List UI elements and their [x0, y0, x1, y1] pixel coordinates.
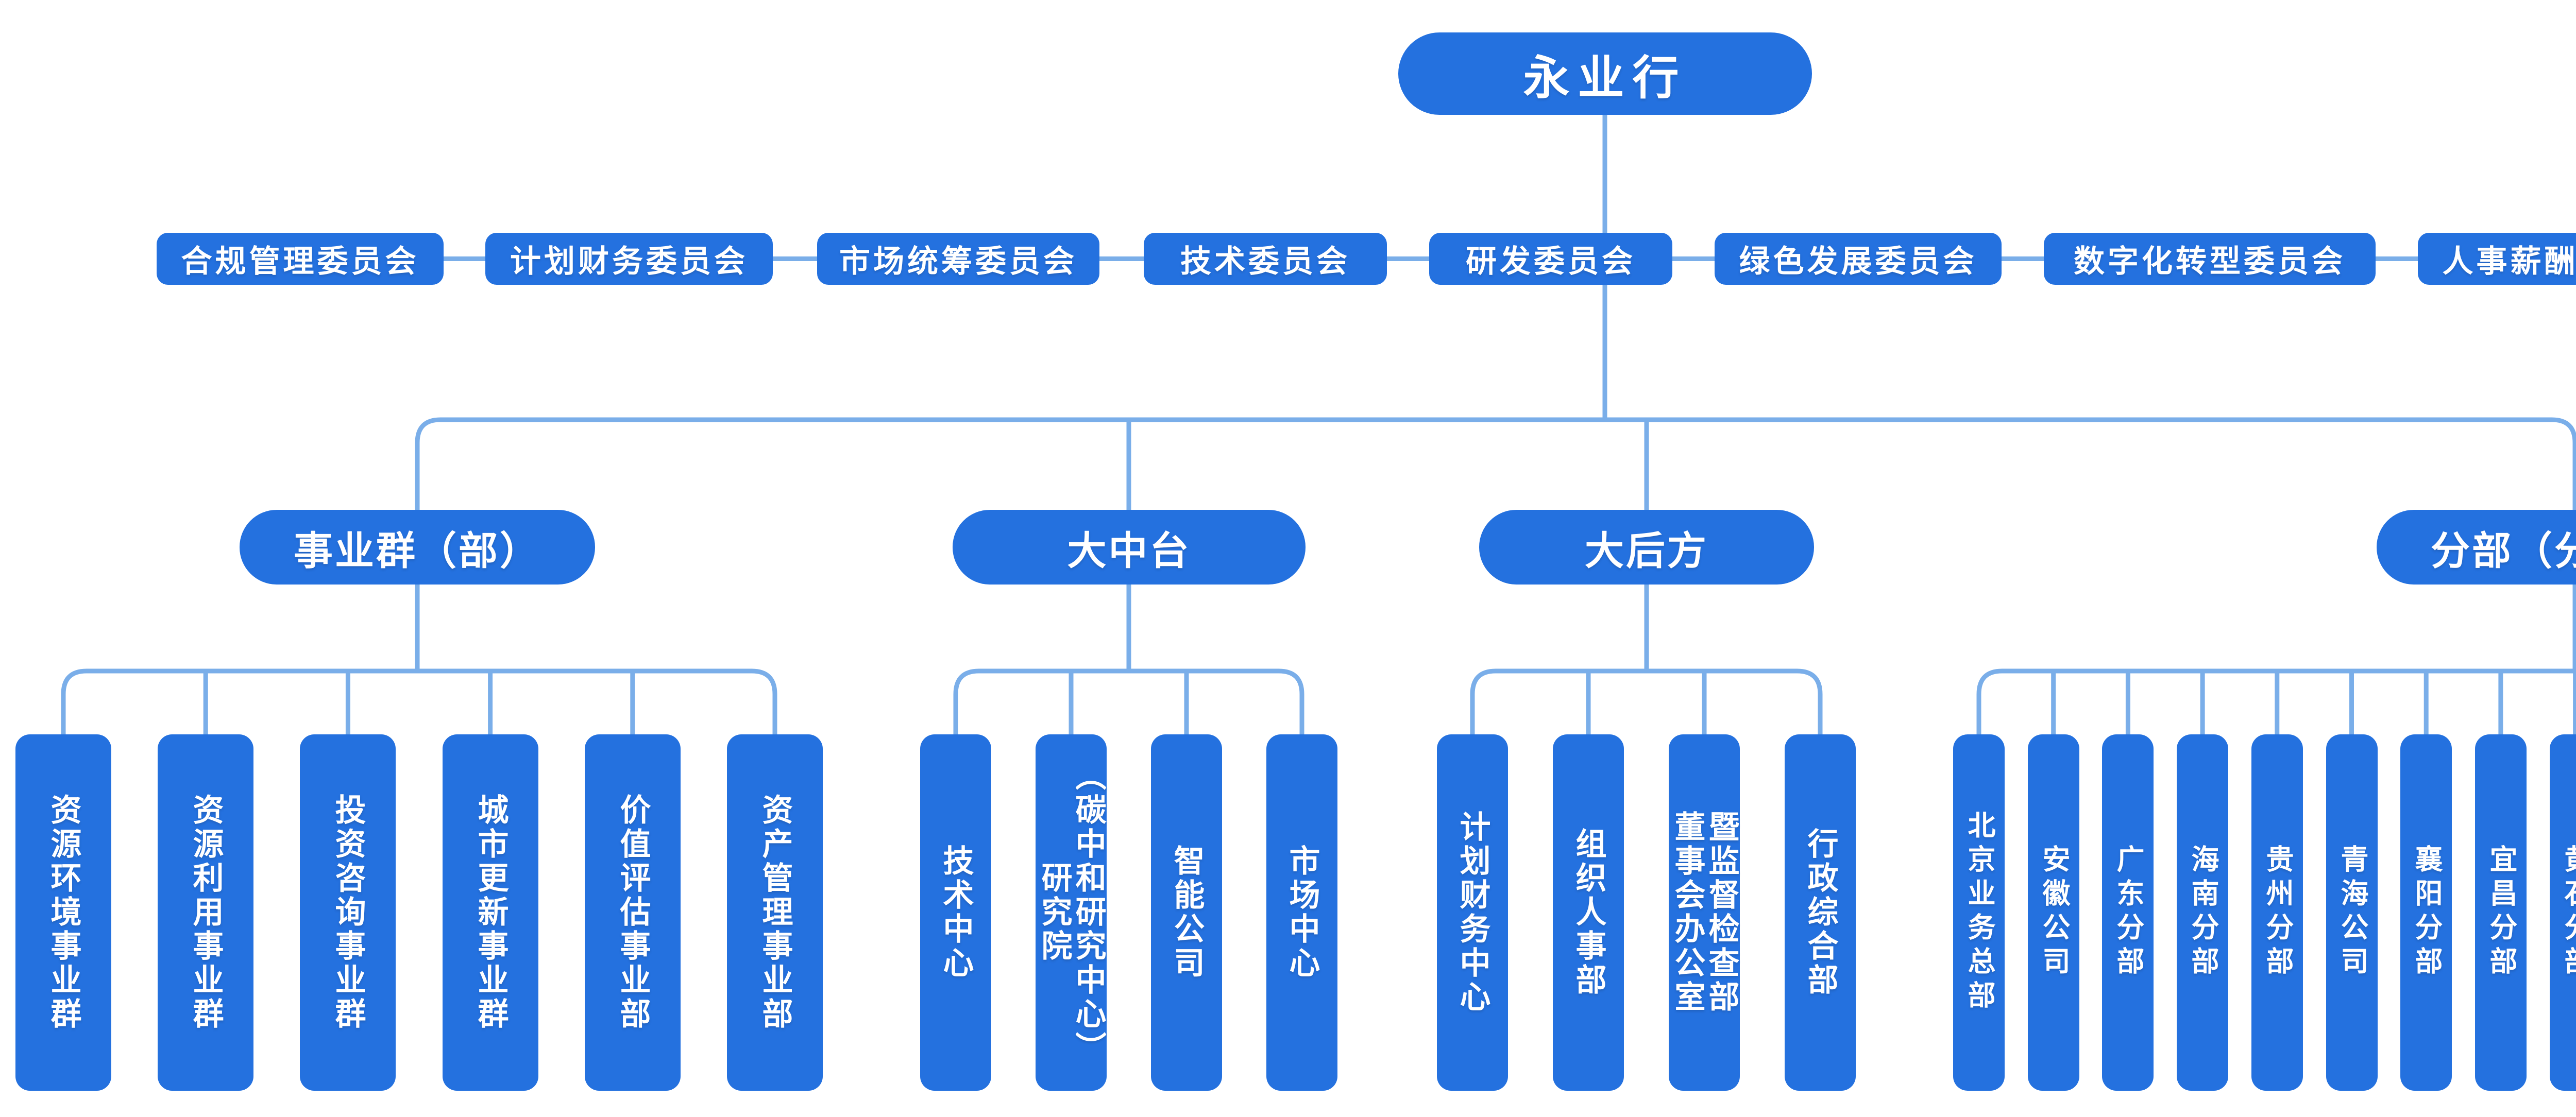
child-node-label: 市场中心 — [1285, 845, 1319, 981]
child-node: 董事会办公室 暨监督检查部 — [1669, 734, 1740, 1091]
child-node: 襄阳分部 — [2400, 734, 2452, 1091]
child-node: 研究院 （碳中和研究中心） — [1036, 734, 1107, 1091]
child-node: 智能公司 — [1151, 734, 1222, 1091]
child-node-label: 计划财务中心 — [1455, 811, 1490, 1015]
child-node-label: 组织人事部 — [1571, 828, 1606, 998]
child-node-label: 宜昌分部 — [2485, 845, 2516, 981]
committee-node-label: 绿色发展委员会 — [1739, 244, 1977, 279]
committee-node-label: 市场统筹委员会 — [839, 244, 1077, 279]
committee-node: 研发委员会 — [1429, 233, 1672, 285]
child-node: 价值评估事业部 — [585, 734, 681, 1091]
child-node: 资源利用事业群 — [158, 734, 253, 1091]
committee-node: 市场统筹委员会 — [817, 233, 1099, 285]
child-node-label: 资源环境事业群 — [46, 794, 81, 1032]
committee-node-label: 合规管理委员会 — [181, 244, 419, 279]
child-node: 计划财务中心 — [1437, 734, 1508, 1091]
committee-node: 人事薪酬委员会 — [2418, 233, 2576, 285]
committee-node: 计划财务委员会 — [485, 233, 773, 285]
child-node-label: 行政综合部 — [1803, 828, 1838, 998]
committee-node: 合规管理委员会 — [157, 233, 444, 285]
child-node-label: 城市更新事业群 — [473, 794, 508, 1032]
child-node: 贵州分部 — [2251, 734, 2303, 1091]
child-node-label: 技术中心 — [939, 845, 973, 981]
child-node-label: 安徽公司 — [2038, 845, 2069, 981]
committee-node: 数字化转型委员会 — [2044, 233, 2376, 285]
child-node-label: 资源利用事业群 — [189, 794, 223, 1032]
child-node-label: 价值评估事业部 — [616, 794, 650, 1032]
child-node: 安徽公司 — [2028, 734, 2079, 1091]
child-node-label: 研究院 （碳中和研究中心） — [1037, 760, 1106, 1066]
child-node: 北京业务总部 — [1953, 734, 2005, 1091]
committee-node-label: 数字化转型委员会 — [2074, 244, 2346, 279]
child-node-label: 青海公司 — [2336, 845, 2367, 981]
child-node-label: 投资咨询事业群 — [331, 794, 365, 1032]
child-node-label: 资产管理事业部 — [758, 794, 792, 1032]
child-node-label: 智能公司 — [1170, 845, 1204, 981]
group-pill: 分部（分公司） — [2377, 510, 2576, 585]
committee-node: 绿色发展委员会 — [1715, 233, 2002, 285]
child-node: 市场中心 — [1266, 734, 1337, 1091]
committee-node-label: 人事薪酬委员会 — [2442, 244, 2576, 279]
child-node-label: 贵州分部 — [2262, 845, 2293, 981]
child-node: 黄石分部 — [2550, 734, 2576, 1091]
child-node: 资源环境事业群 — [15, 734, 111, 1091]
group-pill: 事业群（部） — [240, 510, 595, 585]
child-node: 技术中心 — [920, 734, 991, 1091]
group-pill-label: 事业群（部） — [294, 529, 541, 573]
child-node: 海南分部 — [2177, 734, 2228, 1091]
committee-node-label: 计划财务委员会 — [510, 244, 748, 279]
group-pill-label: 大后方 — [1585, 529, 1708, 573]
committee-node: 技术委员会 — [1144, 233, 1387, 285]
child-node-label: 董事会办公室 暨监督检查部 — [1670, 811, 1739, 1015]
committee-node-label: 技术委员会 — [1180, 244, 1350, 279]
child-node: 资产管理事业部 — [727, 734, 823, 1091]
group-pill: 大后方 — [1479, 510, 1814, 585]
child-node-label: 海南分部 — [2187, 845, 2218, 981]
child-node-label: 广东分部 — [2112, 845, 2143, 981]
child-node: 组织人事部 — [1553, 734, 1624, 1091]
child-node: 青海公司 — [2326, 734, 2378, 1091]
group-pill-label: 大中台 — [1067, 529, 1191, 573]
group-pill: 大中台 — [953, 510, 1306, 585]
child-node: 投资咨询事业群 — [300, 734, 396, 1091]
child-node-label: 襄阳分部 — [2411, 845, 2442, 981]
child-node-label: 北京业务总部 — [1963, 811, 1994, 1015]
child-node: 城市更新事业群 — [443, 734, 538, 1091]
child-node: 宜昌分部 — [2475, 734, 2527, 1091]
committee-node-label: 研发委员会 — [1466, 244, 1636, 279]
child-node-label: 黄石分部 — [2560, 845, 2576, 981]
root-node-label: 永业行 — [1523, 53, 1687, 104]
child-node: 行政综合部 — [1785, 734, 1856, 1091]
connector-path — [61, 115, 2576, 734]
group-pill-label: 分部（分公司） — [2431, 529, 2576, 573]
child-node: 广东分部 — [2102, 734, 2154, 1091]
root-node: 永业行 — [1398, 32, 1812, 115]
